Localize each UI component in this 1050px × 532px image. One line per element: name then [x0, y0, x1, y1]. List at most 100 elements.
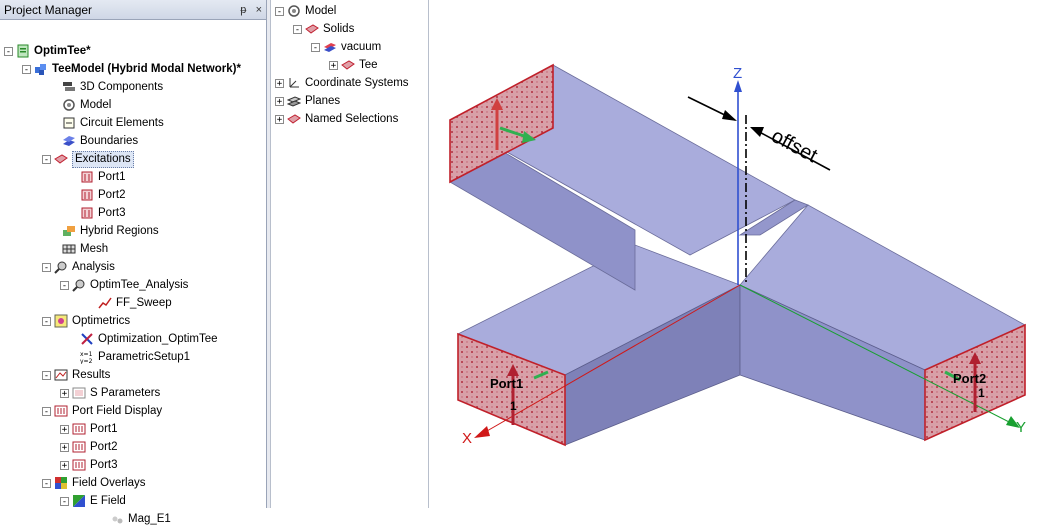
tree-item-label: vacuum — [341, 41, 382, 53]
close-icon[interactable]: × — [255, 3, 262, 16]
tree-item-label: Solids — [323, 23, 355, 35]
optx-icon — [80, 332, 94, 346]
model-tree-model[interactable]: - Model — [275, 2, 336, 20]
panel-splitter[interactable] — [267, 0, 271, 508]
collapse-toggle-icon[interactable]: - — [42, 316, 51, 327]
port1-arrow-icon — [507, 364, 519, 376]
tree-item-optimtee-analysis[interactable]: - OptimTee_Analysis — [60, 276, 188, 294]
port1-green-marker — [533, 370, 549, 380]
expand-toggle-icon[interactable]: + — [275, 96, 284, 107]
tree-item-pfd-port3[interactable]: +Port3 — [60, 456, 118, 474]
port2-green-marker — [944, 370, 961, 382]
tree-item-results[interactable]: -Results — [42, 366, 110, 384]
collapse-toggle-icon[interactable]: - — [4, 46, 13, 57]
folder-icon — [305, 22, 319, 36]
collapse-toggle-icon[interactable]: - — [311, 42, 320, 53]
port2-label: Port2 — [953, 371, 986, 386]
sweep-icon — [98, 296, 112, 310]
expand-toggle-icon[interactable]: + — [60, 442, 69, 453]
tree-item-e-field[interactable]: - E Field — [60, 492, 126, 510]
collapse-toggle-icon[interactable]: - — [60, 280, 69, 291]
tree-item-label: S Parameters — [90, 387, 161, 399]
collapse-toggle-icon[interactable]: - — [60, 496, 69, 507]
tree-item-port2[interactable]: Port2 — [68, 186, 126, 204]
tree-item-label: TeeModel (Hybrid Modal Network)* — [52, 63, 241, 75]
tree-item-label: Mesh — [80, 243, 109, 255]
model-tree-solids[interactable]: - Solids — [293, 20, 354, 38]
tree-item-label: Circuit Elements — [80, 117, 164, 129]
model-tree-tee[interactable]: +Tee — [329, 56, 378, 74]
3d-viewport[interactable]: Z offset Port1 1 Port2 1 X Y — [430, 0, 1050, 508]
model-tree-named-selections[interactable]: + Named Selections — [275, 110, 398, 128]
tree-item-label: OptimTee_Analysis — [90, 279, 189, 291]
tree-item-3d-components[interactable]: 3D Components — [50, 78, 163, 96]
tree-item-hybrid-regions[interactable]: Hybrid Regions — [50, 222, 159, 240]
tree-item-boundaries[interactable]: Boundaries — [50, 132, 138, 150]
z-axis-label: Z — [733, 65, 742, 82]
tree-item-label: Named Selections — [305, 113, 399, 125]
project-manager-panel: Project Manager ᵽ × -OptimTee*-TeeModel … — [0, 0, 267, 525]
tree-item-optimtee[interactable]: -OptimTee* — [4, 42, 91, 60]
analysis-icon — [72, 278, 86, 292]
model-tree-vacuum[interactable]: - vacuum — [311, 38, 381, 56]
pin-icon[interactable]: ᵽ — [240, 3, 247, 16]
expand-toggle-icon[interactable]: + — [275, 114, 284, 125]
collapse-toggle-icon[interactable]: - — [42, 154, 51, 165]
tree-item-excitations[interactable]: - Excitations — [42, 150, 134, 168]
tree-item-label: Analysis — [72, 261, 115, 273]
tree-item-mesh[interactable]: Mesh — [50, 240, 108, 258]
collapse-toggle-icon[interactable]: - — [275, 6, 284, 17]
expand-toggle-icon[interactable]: + — [275, 78, 284, 89]
project-manager-title: Project Manager — [4, 2, 93, 17]
expand-toggle-icon[interactable]: + — [60, 424, 69, 435]
svg-text:y=2: y=2 — [80, 358, 93, 364]
tree-item-ff-sweep[interactable]: FF_Sweep — [86, 294, 172, 312]
efield-icon — [72, 494, 86, 508]
expand-toggle-icon[interactable]: + — [60, 388, 69, 399]
tree-item-pfd-port1[interactable]: +Port1 — [60, 420, 118, 438]
tree-item-label: Optimization_OptimTee — [98, 333, 218, 345]
tree-item-label: Port2 — [98, 189, 126, 201]
tree-item-field-overlays[interactable]: -Field Overlays — [42, 474, 146, 492]
tree-item-teemodel[interactable]: - TeeModel (Hybrid Modal Network)* — [22, 60, 241, 78]
collapse-toggle-icon[interactable]: - — [42, 406, 51, 417]
tree-item-label: Port Field Display — [72, 405, 163, 417]
tree-item-mag-e1[interactable]: Mag_E1 — [98, 510, 171, 528]
tree-item-label: Planes — [305, 95, 341, 107]
planes-icon — [286, 94, 302, 108]
offset-arrow-right-icon — [750, 127, 764, 137]
tree-item-circuit-elements[interactable]: Circuit Elements — [50, 114, 164, 132]
collapse-toggle-icon[interactable]: - — [42, 262, 51, 273]
tree-item-pfd-port2[interactable]: +Port2 — [60, 438, 118, 456]
model-tree-planes[interactable]: + Planes — [275, 92, 340, 110]
tree-item-model[interactable]: Model — [50, 96, 111, 114]
tree-item-label: Boundaries — [80, 135, 139, 147]
results-icon — [54, 368, 68, 382]
tree-item-label: E Field — [90, 495, 126, 507]
tree-item-label: Excitations — [72, 150, 134, 168]
tree-item-s-parameters[interactable]: + S Parameters — [60, 384, 160, 402]
tree-item-label: Model — [305, 5, 337, 17]
pfd-icon — [54, 404, 68, 418]
pfd-icon — [72, 458, 86, 472]
model-view[interactable]: Z offset Port1 1 Port2 1 X Y — [430, 0, 1050, 508]
tree-item-label: Optimetrics — [72, 315, 131, 327]
tree-item-label: 3D Components — [80, 81, 164, 93]
tree-item-port3[interactable]: Port3 — [68, 204, 126, 222]
pfd-icon — [72, 440, 86, 454]
tree-item-port1[interactable]: Port1 — [68, 168, 126, 186]
expand-toggle-icon[interactable]: + — [60, 460, 69, 471]
collapse-toggle-icon[interactable]: - — [22, 64, 31, 75]
tree-item-analysis[interactable]: - Analysis — [42, 258, 115, 276]
model-tree-coordinate-systems[interactable]: +Coordinate Systems — [275, 74, 409, 92]
tree-item-optimetrics[interactable]: - Optimetrics — [42, 312, 130, 330]
offset-label: offset — [768, 125, 822, 167]
collapse-toggle-icon[interactable]: - — [42, 370, 51, 381]
expand-toggle-icon[interactable]: + — [329, 60, 338, 71]
collapse-toggle-icon[interactable]: - — [293, 24, 302, 35]
tree-item-port-field-display[interactable]: - Port Field Display — [42, 402, 162, 420]
collapse-toggle-icon[interactable]: - — [42, 478, 51, 489]
sparam-icon — [72, 386, 86, 400]
tree-item-optimization[interactable]: Optimization_OptimTee — [68, 330, 218, 348]
